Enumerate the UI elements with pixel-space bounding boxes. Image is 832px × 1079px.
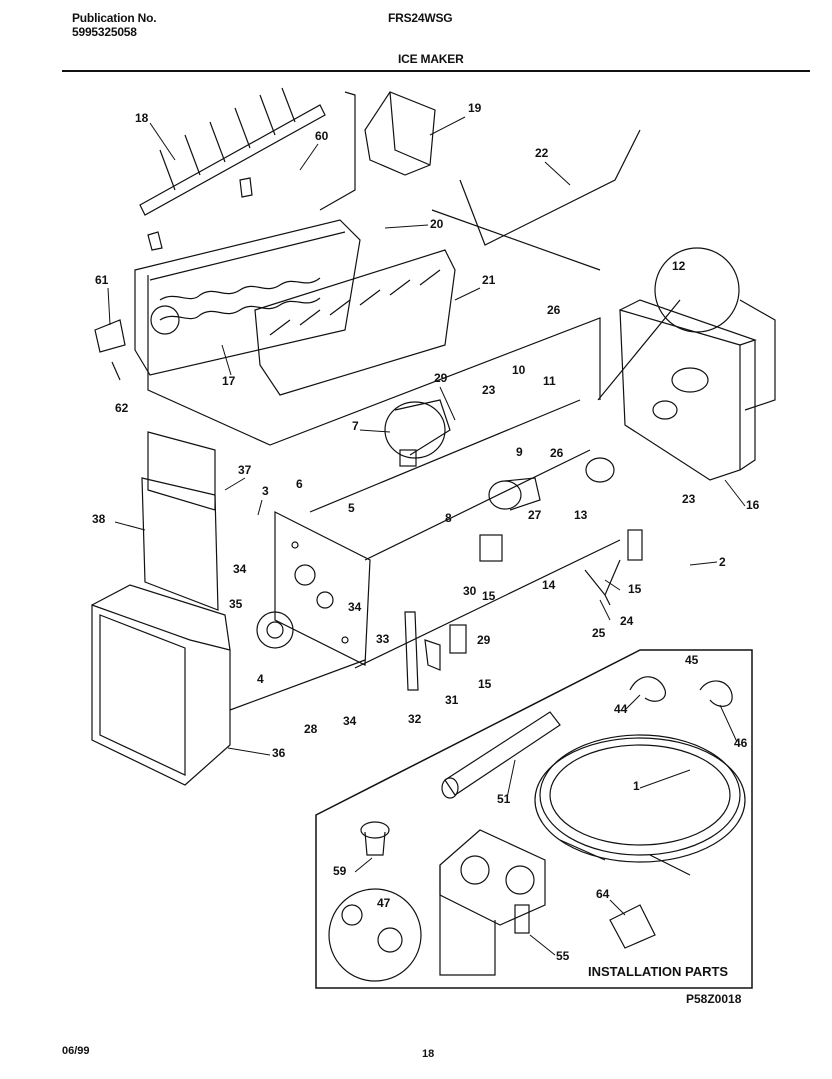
callout-22: 22 <box>535 146 549 160</box>
assembly-outline <box>147 275 601 446</box>
model-number: FRS24WSG <box>388 11 453 25</box>
callout-34-c: 34 <box>343 714 357 728</box>
callout-47: 47 <box>377 896 391 910</box>
assembly-outline-2 <box>431 209 601 271</box>
callout-37: 37 <box>238 463 252 477</box>
lever-24-drawing <box>584 559 621 606</box>
callout-5: 5 <box>348 501 355 515</box>
part-61-drawing <box>94 319 126 353</box>
callout-25: 25 <box>592 626 606 640</box>
callout-23-a: 23 <box>482 383 496 397</box>
callout-27: 27 <box>528 508 542 522</box>
callout-24: 24 <box>620 614 634 628</box>
motor-7-drawing <box>384 399 451 467</box>
callout-1: 1 <box>633 779 640 793</box>
callout-15-b: 15 <box>482 589 496 603</box>
callout-17: 17 <box>222 374 236 388</box>
callout-15-c: 15 <box>478 677 492 691</box>
front-cover-36-drawing <box>91 584 231 786</box>
bracket-19-drawing <box>364 91 436 176</box>
installation-parts-label: INSTALLATION PARTS <box>588 964 728 979</box>
callout-4: 4 <box>257 672 264 686</box>
callout-35: 35 <box>229 597 243 611</box>
footer-page-number: 18 <box>422 1048 435 1060</box>
footer-date: 06/99 <box>62 1045 90 1057</box>
callout-38: 38 <box>92 512 106 526</box>
figure-code: P58Z0018 <box>686 992 742 1006</box>
callout-55: 55 <box>556 949 570 963</box>
leader-lines <box>107 116 746 956</box>
callout-30: 30 <box>463 584 477 598</box>
publication-number: 5995325058 <box>72 25 137 39</box>
callout-12: 12 <box>672 259 686 273</box>
harness-detail-circle <box>654 247 740 333</box>
clip-64-drawing <box>609 904 656 949</box>
callout-51: 51 <box>497 792 511 806</box>
callout-11: 11 <box>543 374 556 388</box>
callout-45: 45 <box>685 653 699 667</box>
callout-21: 21 <box>482 273 496 287</box>
bracket-32-drawing <box>404 611 419 691</box>
callout-18: 18 <box>135 111 149 125</box>
connector-lines <box>229 399 621 711</box>
callout-61: 61 <box>95 273 109 287</box>
callout-10: 10 <box>512 363 526 377</box>
water-valve-55-drawing <box>439 829 546 976</box>
switches-15-drawing <box>449 529 643 654</box>
callout-6: 6 <box>296 477 303 491</box>
grommet-59-drawing <box>360 821 390 856</box>
ice-mold-drawing <box>134 87 361 376</box>
callout-64: 64 <box>596 887 610 901</box>
callout-23-b: 23 <box>682 492 696 506</box>
callout-31: 31 <box>445 693 459 707</box>
callout-16: 16 <box>746 498 760 512</box>
callout-60: 60 <box>315 129 329 143</box>
installation-parts-panel <box>315 649 753 989</box>
callout-46: 46 <box>734 736 748 750</box>
assembly-outline-3 <box>319 91 356 211</box>
housing-16-drawing <box>619 299 757 481</box>
callout-29-b: 29 <box>477 633 491 647</box>
water-line-coil-drawing <box>534 734 746 876</box>
callout-29-a: 29 <box>434 371 448 385</box>
mounting-plate-drawing <box>274 511 371 666</box>
callout-44: 44 <box>614 702 628 716</box>
header-rule <box>62 70 810 72</box>
cam-parts-drawing <box>488 457 615 511</box>
strainer-detail-circle <box>328 888 422 982</box>
callout-19: 19 <box>468 101 482 115</box>
cover-21-drawing <box>254 249 456 396</box>
callout-labels: 18 19 60 22 20 21 12 61 26 10 11 17 29 2… <box>92 101 760 979</box>
callout-20: 20 <box>430 217 444 231</box>
clamp-44-drawing <box>629 676 667 702</box>
callout-15-a: 15 <box>628 582 642 596</box>
callout-33: 33 <box>376 632 390 646</box>
callout-2: 2 <box>719 555 726 569</box>
tube-51-drawing <box>444 711 561 796</box>
callout-14: 14 <box>542 578 556 592</box>
section-title: ICE MAKER <box>398 52 464 66</box>
callout-3: 3 <box>262 484 269 498</box>
callout-34-a: 34 <box>233 562 247 576</box>
callout-59: 59 <box>333 864 347 878</box>
callout-28: 28 <box>304 722 318 736</box>
shutoff-arm-drawing <box>459 129 641 246</box>
callout-32: 32 <box>408 712 422 726</box>
callout-13: 13 <box>574 508 588 522</box>
publication-label: Publication No. <box>72 11 157 25</box>
callout-26-b: 26 <box>550 446 564 460</box>
callout-7: 7 <box>352 419 359 433</box>
callout-26-a: 26 <box>547 303 561 317</box>
clamp-46-drawing <box>699 680 733 707</box>
callout-36: 36 <box>272 746 286 760</box>
callout-8: 8 <box>445 511 452 525</box>
callout-62: 62 <box>115 401 129 415</box>
cover-panels-drawing <box>141 431 219 611</box>
gear-4-drawing <box>256 611 294 649</box>
callout-34-b: 34 <box>348 600 362 614</box>
callout-9: 9 <box>516 445 523 459</box>
